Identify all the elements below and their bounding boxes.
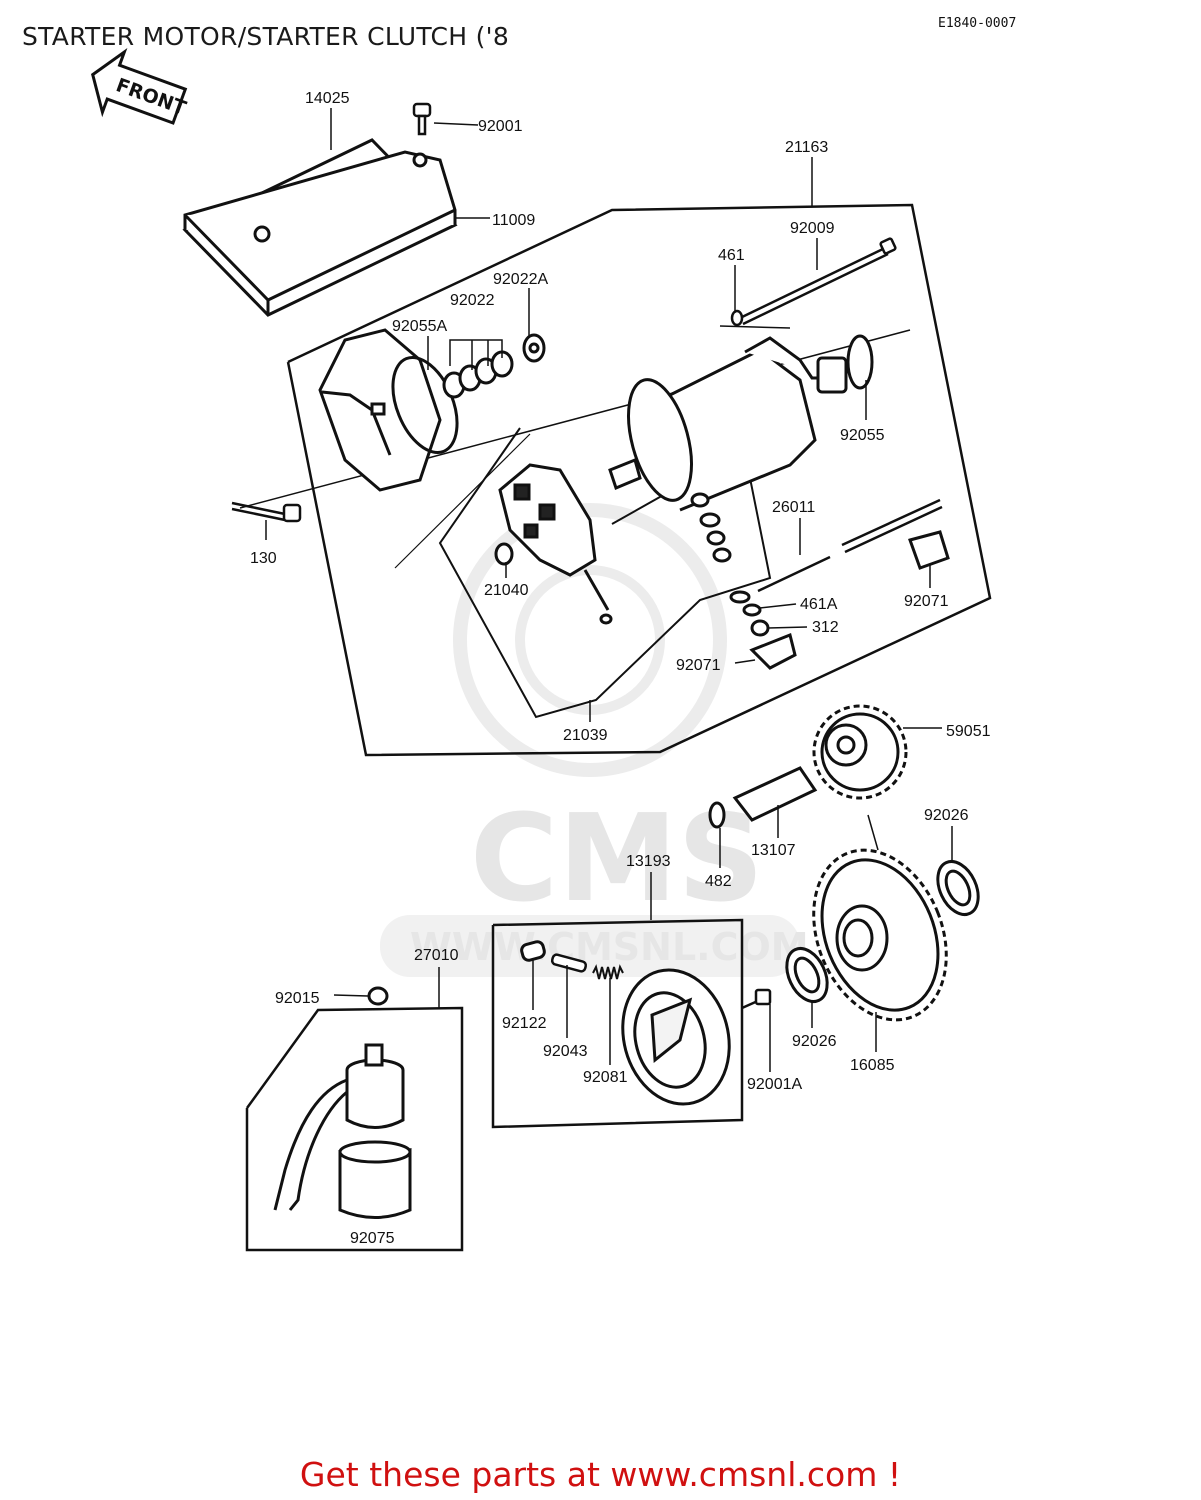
mounting-bolt — [231, 501, 302, 523]
front-arrow-icon: FRONT — [91, 48, 189, 125]
callout-92122: 92122 — [502, 1015, 547, 1032]
starter-assembly-outline — [286, 203, 992, 757]
callouts: 14025 92001 21163 11009 92009 461 92022A… — [250, 90, 991, 1247]
callout-92071-left: 92071 — [676, 657, 721, 674]
callout-92075: 92075 — [350, 1230, 395, 1247]
bolt-guide — [719, 325, 791, 329]
callout-92009: 92009 — [790, 220, 835, 237]
terminal-rod — [757, 498, 943, 593]
relay — [273, 1043, 412, 1219]
clutch-gear-16085 — [812, 848, 948, 1022]
clutch-bolt-92001A — [741, 988, 772, 1010]
leader-lines — [265, 108, 953, 1072]
callout-92055: 92055 — [840, 427, 885, 444]
callout-92015: 92015 — [275, 990, 320, 1007]
callout-14025: 14025 — [305, 90, 350, 107]
page-title: STARTER MOTOR/STARTER CLUTCH ('8 — [22, 22, 510, 51]
callout-92001a: 92001A — [747, 1076, 802, 1093]
brush-nut — [494, 542, 514, 566]
callout-92022: 92022 — [450, 292, 495, 309]
idle-gear — [812, 704, 908, 800]
callout-27010: 27010 — [414, 947, 459, 964]
clutch-assembly-outline — [491, 918, 744, 1129]
washer-92026-upper — [936, 860, 980, 916]
callout-130: 130 — [250, 550, 277, 567]
terminal-cap — [908, 530, 950, 570]
brush-holder — [498, 463, 613, 625]
starter-cover — [182, 138, 458, 317]
clutch-housing — [621, 968, 731, 1106]
callout-482: 482 — [705, 873, 732, 890]
washers — [442, 333, 546, 399]
motor-body — [608, 334, 874, 512]
watermark: CMS WWW.CMSNL.COM — [380, 503, 809, 977]
callout-92081: 92081 — [583, 1069, 628, 1086]
callout-16085: 16085 — [850, 1057, 895, 1074]
axis-line-2 — [394, 433, 531, 569]
callout-92026-lower: 92026 — [792, 1033, 837, 1050]
terminal-stack — [690, 492, 797, 670]
callout-92055a: 92055A — [392, 318, 447, 335]
callout-312: 312 — [812, 619, 839, 636]
callout-92071-right: 92071 — [904, 593, 949, 610]
callout-26011: 26011 — [772, 499, 815, 516]
washer-92026-lower — [785, 947, 829, 1003]
callout-461a: 461A — [800, 596, 838, 613]
spring-92081 — [592, 964, 624, 980]
watermark-url: WWW.CMSNL.COM — [410, 925, 809, 969]
diagram-code: E1840-0007 — [938, 16, 1017, 31]
idle-shaft — [732, 766, 818, 822]
callout-59051: 59051 — [946, 723, 991, 740]
callout-92026-upper: 92026 — [924, 807, 969, 824]
callout-92043: 92043 — [543, 1043, 588, 1060]
end-cover — [318, 328, 459, 492]
footer-promo-link[interactable]: Get these parts at www.cmsnl.com ! — [299, 1455, 902, 1494]
callout-92022a: 92022A — [493, 271, 548, 288]
callout-21040: 21040 — [484, 582, 529, 599]
relay-assembly-outline — [245, 1006, 464, 1252]
callout-11009: 11009 — [492, 212, 535, 229]
callout-21163: 21163 — [785, 139, 828, 156]
circlip-482 — [708, 801, 726, 829]
through-bolt — [730, 237, 897, 327]
relay-nut-92015 — [367, 986, 389, 1006]
callout-92001: 92001 — [478, 118, 523, 135]
cover-bolt — [412, 102, 432, 136]
callout-21039: 21039 — [563, 727, 608, 744]
callout-13193: 13193 — [626, 853, 671, 870]
roller-92122 — [520, 940, 546, 962]
callout-461: 461 — [718, 247, 745, 264]
callout-13107: 13107 — [751, 842, 796, 859]
